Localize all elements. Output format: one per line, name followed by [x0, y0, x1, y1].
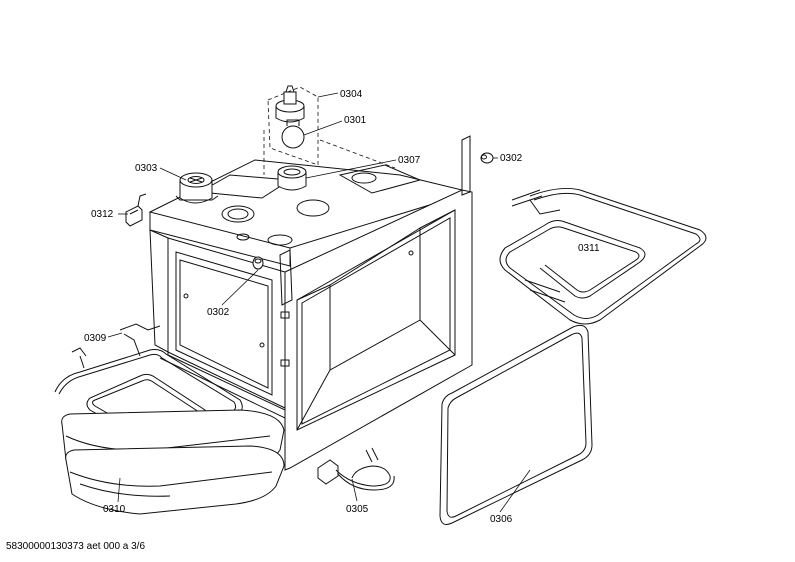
label-0305: 0305	[346, 504, 369, 515]
label-0302-side: 0302	[207, 307, 230, 318]
part-0312-clip	[125, 193, 147, 227]
label-0303: 0303	[135, 163, 158, 174]
part-0302-knob-top	[480, 152, 494, 164]
part-0305-cable	[317, 447, 395, 491]
label-0312: 0312	[91, 209, 114, 220]
label-0310: 0310	[103, 504, 126, 515]
part-0302-knob-side	[252, 256, 264, 270]
part-0301-bulb	[281, 119, 305, 149]
part-0307-socket	[263, 130, 396, 191]
label-0306: 0306	[490, 514, 513, 525]
oven-body	[148, 135, 473, 471]
part-0306-gasket	[439, 324, 593, 525]
label-0302-top: 0302	[500, 153, 523, 164]
part-0311-grill-element	[499, 188, 707, 325]
part-labels: 0304 0301 0307 0302 0303 0312 0311 0302 …	[84, 89, 600, 525]
label-0301: 0301	[344, 115, 367, 126]
part-0303-cylinder	[175, 172, 219, 204]
drawing-number: 58300000130373 aet 000 a 3/6	[6, 541, 146, 552]
leader-lines	[107, 92, 531, 513]
label-0309: 0309	[84, 333, 107, 344]
part-0304-knob	[267, 85, 319, 166]
label-0304: 0304	[340, 89, 363, 100]
label-0311: 0311	[578, 243, 600, 254]
label-0307: 0307	[398, 155, 421, 166]
part-0310-insulation	[61, 409, 285, 515]
